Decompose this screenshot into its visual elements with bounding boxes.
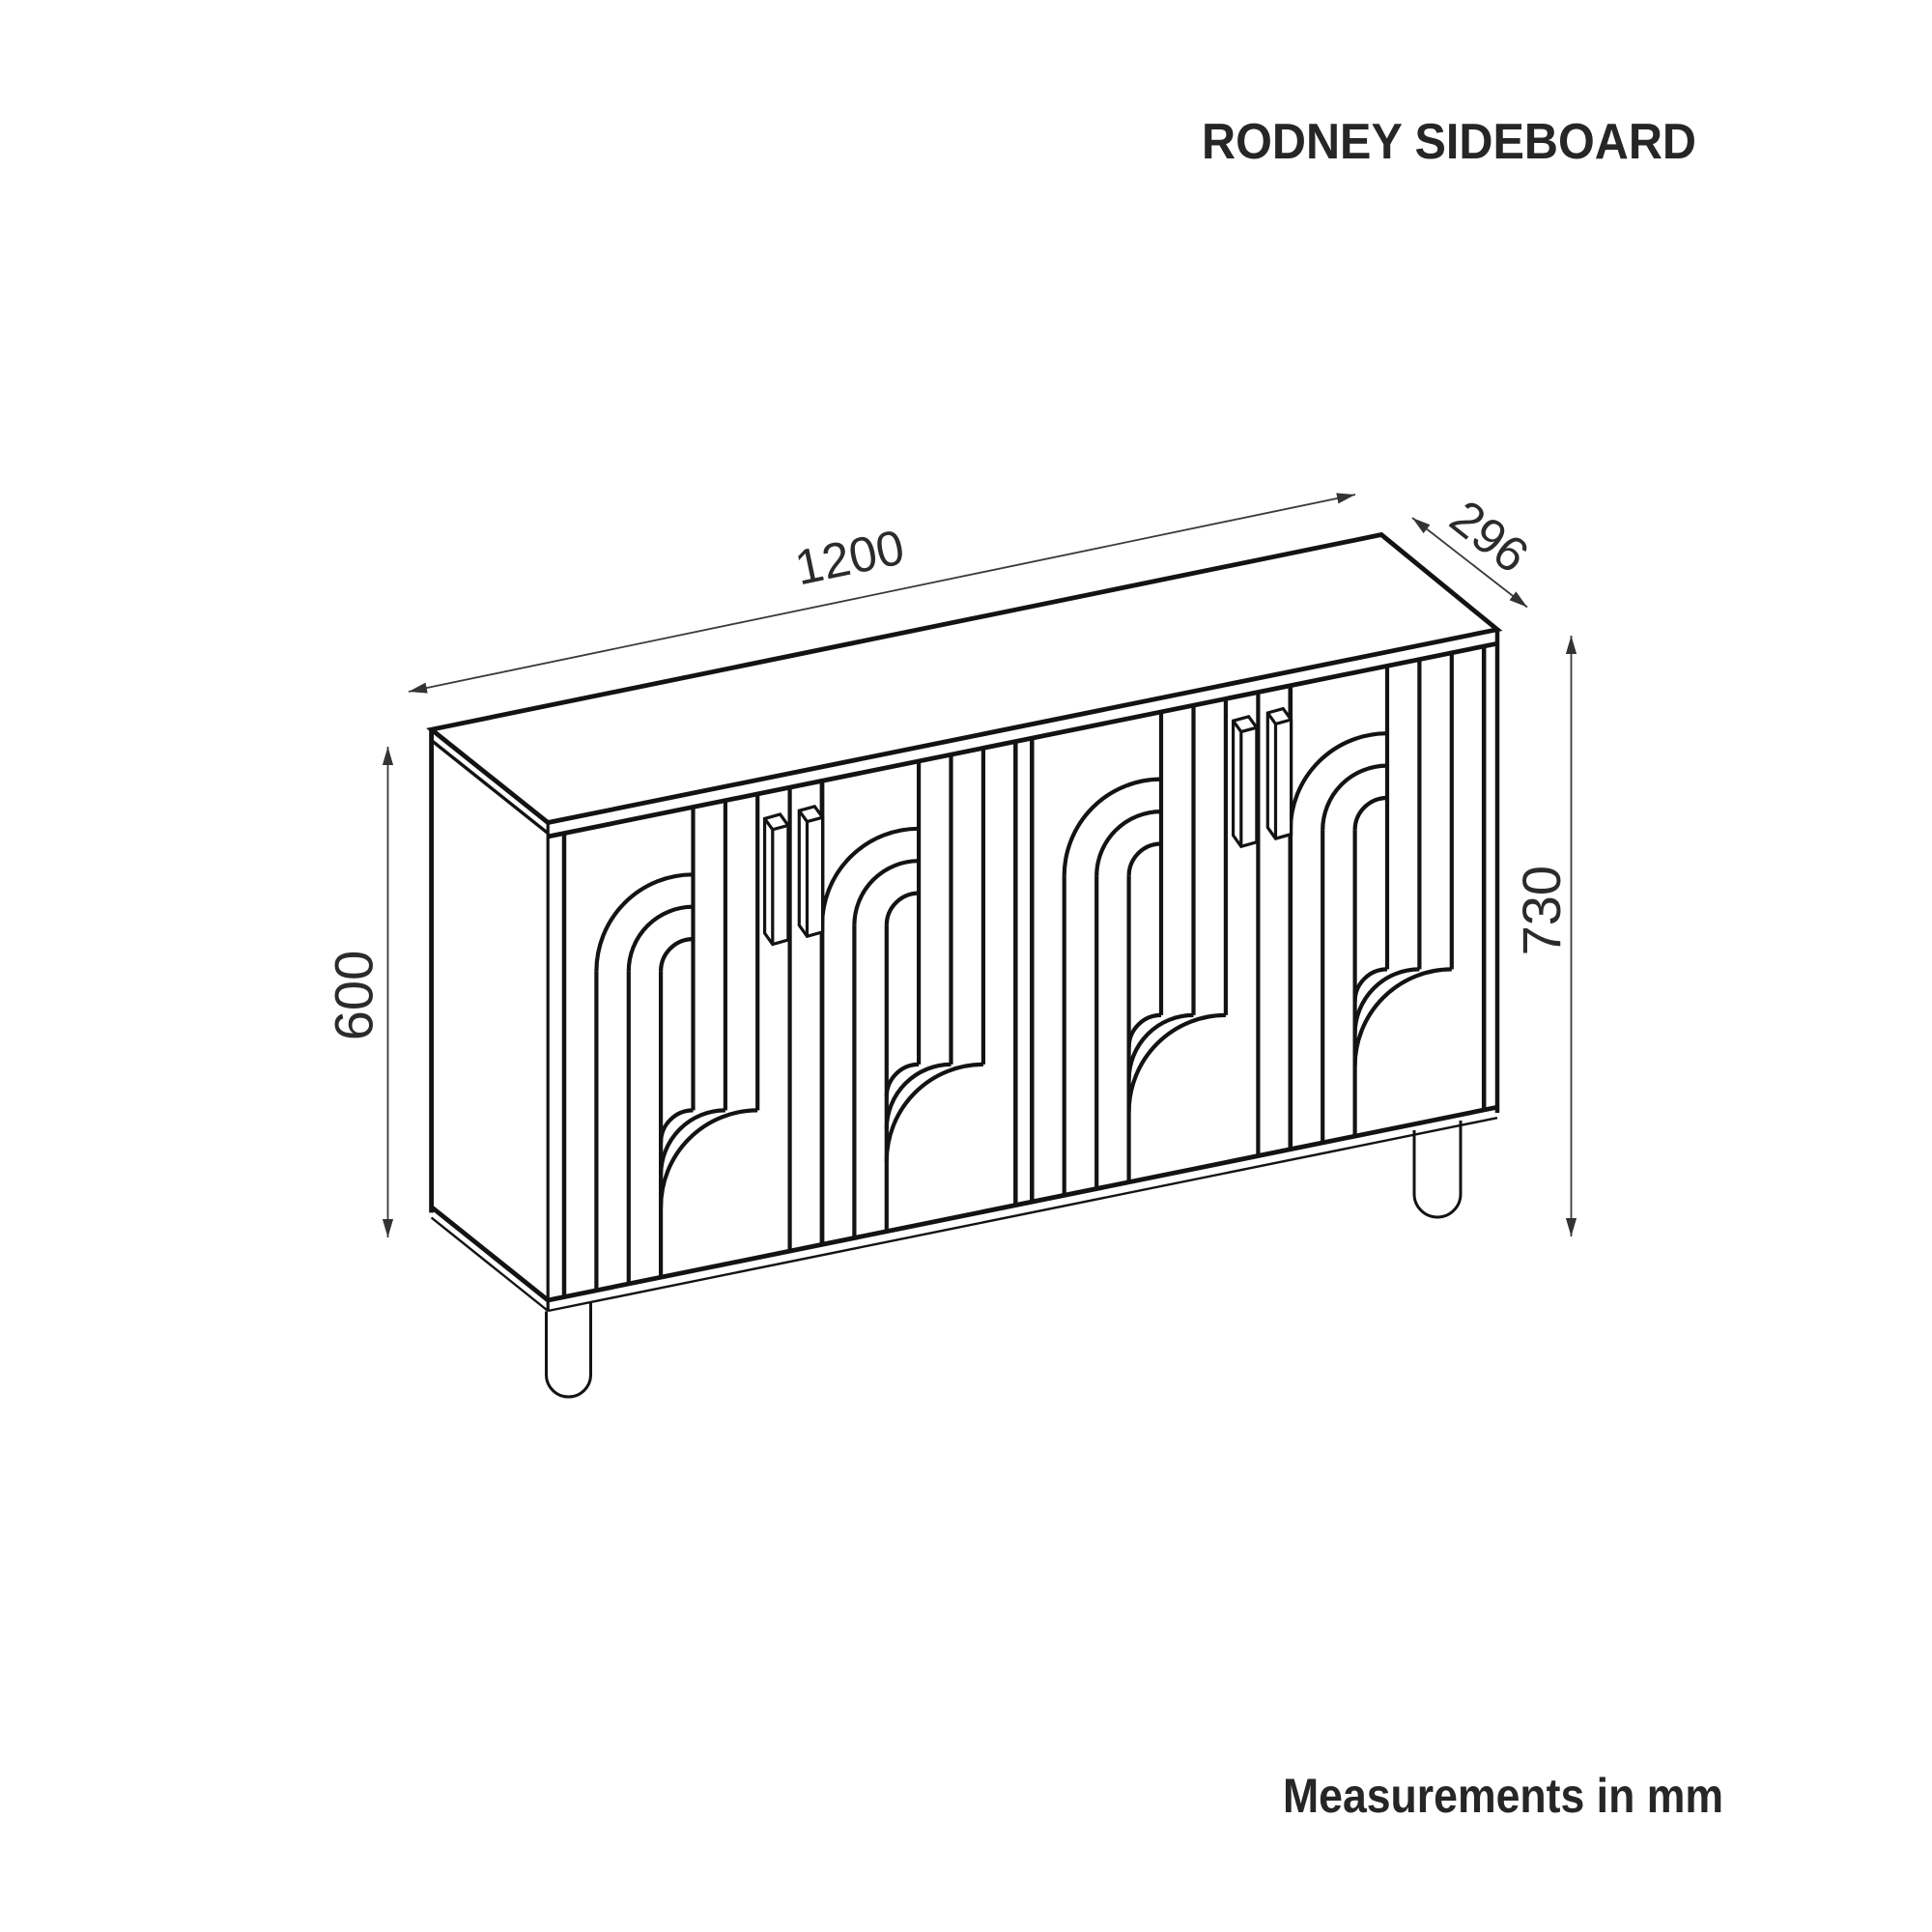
svg-text:Measurements in mm: Measurements in mm — [1283, 1769, 1723, 1823]
svg-text:RODNEY SIDEBOARD: RODNEY SIDEBOARD — [1202, 114, 1696, 170]
svg-text:600: 600 — [324, 951, 384, 1040]
svg-text:730: 730 — [1511, 866, 1572, 955]
